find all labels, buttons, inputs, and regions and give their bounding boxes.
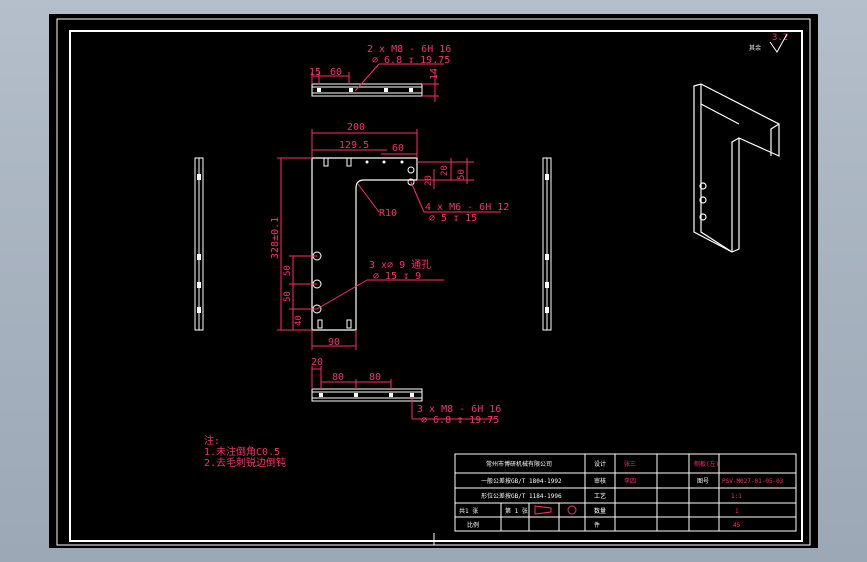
- dim-front-129-5: 129.5: [339, 140, 369, 151]
- projection-symbol-cone-icon: [534, 505, 552, 515]
- right-side-view: [542, 157, 552, 331]
- callout-front-holes-depth: ⌀ 15 ↧ 9: [373, 271, 421, 282]
- dim-front-50a: 50: [283, 265, 293, 276]
- tb-qty-label: 数量: [594, 507, 606, 515]
- roughness-label: 其余: [749, 44, 761, 52]
- dim-front-60: 60: [392, 143, 404, 154]
- callout-front-tapped-depth: ⌀ 5 ↧ 15: [429, 213, 477, 224]
- callout-top-thread: 2 x M8 - 6H 16: [367, 44, 451, 55]
- dim-front-328: 328±0.1: [270, 217, 281, 259]
- dim-bottom-80a: 80: [332, 372, 344, 383]
- cad-drawing: 其余 3.2 15 60 14 2 x M8 - 6H 16 ⌀ 6.8 ↧ 1…: [56, 18, 811, 546]
- tb-material-value: 45: [733, 522, 741, 529]
- roughness-symbol-icon: [769, 33, 788, 53]
- tb-design-value: 张三: [624, 460, 636, 468]
- callout-front-tapped: 4 x M6 - 6H 12: [425, 202, 509, 213]
- dim-front-50: 50: [457, 169, 467, 180]
- dim-bottom-80b: 80: [369, 372, 381, 383]
- notes-line-2: 2.去毛刺锐边倒钝: [204, 456, 286, 469]
- tb-company: 常州市博研机械有限公司: [486, 460, 552, 468]
- callout-bottom-depth: ⌀ 6.8 ↧ 19.75: [421, 415, 499, 426]
- notes-title: 注:: [204, 434, 220, 447]
- dim-top-14: 14: [429, 68, 440, 80]
- dim-front-r10: R10: [379, 208, 397, 219]
- notes-line-1: 1.未注倒角C0.5: [204, 445, 280, 458]
- tb-scale-value: 1:1: [731, 493, 742, 500]
- sheet-border-inner: [69, 30, 803, 542]
- dim-front-20a: 20: [440, 165, 450, 176]
- tb-design-label: 设计: [594, 460, 606, 468]
- bottom-view: 20 80 80 3 x M8 - 6H 16 ⌀ 6.8 ↧ 19.75: [311, 357, 501, 426]
- tb-check-label: 审核: [594, 477, 606, 485]
- title-block: [454, 453, 797, 532]
- tb-sheet: 共1 张: [459, 507, 478, 515]
- cad-viewport[interactable]: 其余 3.2 15 60 14 2 x M8 - 6H 16 ⌀ 6.8 ↧ 1…: [49, 14, 818, 548]
- dim-front-20b: 20: [424, 175, 434, 186]
- tb-drawing-no: PSV-M027-01-05-03: [722, 478, 784, 485]
- tb-check-value: 李四: [624, 477, 636, 485]
- tb-part-name: 侧板(左): [694, 460, 719, 468]
- isometric-view: [693, 83, 780, 253]
- callout-top-depth: ⌀ 6.8 ↧ 19.75: [372, 55, 450, 66]
- dim-top-15: 15: [309, 67, 321, 78]
- left-side-view: [194, 157, 204, 331]
- projection-symbol-icon: [567, 505, 577, 515]
- dim-top-60: 60: [330, 67, 342, 78]
- tb-sheet-no: 第 1 张: [505, 507, 528, 515]
- tb-geo-tol: 形位公差按GB/T 1184-1996: [481, 492, 562, 500]
- tb-drawing-no-label: 图号: [697, 478, 709, 485]
- dim-bottom-20: 20: [311, 357, 323, 368]
- tb-approve-label: 工艺: [594, 492, 606, 500]
- callout-bottom-thread: 3 x M8 - 6H 16: [417, 404, 501, 415]
- dim-front-50b: 50: [283, 291, 293, 302]
- roughness-value: 3.2: [772, 33, 788, 43]
- tb-scale-label: 比例: [467, 521, 479, 529]
- tb-unit-label: 件: [594, 521, 600, 529]
- dim-front-40: 40: [294, 315, 304, 326]
- top-view: 15 60 14 2 x M8 - 6H 16 ⌀ 6.8 ↧ 19.75: [309, 44, 451, 102]
- callout-front-holes: 3 x⌀ 9 通孔: [369, 259, 431, 271]
- dim-front-200: 200: [347, 122, 365, 133]
- tb-qty-value: 1: [735, 508, 739, 515]
- dim-front-90: 90: [328, 337, 340, 348]
- tb-general-tol: 一般公差按GB/T 1804-1992: [481, 477, 562, 485]
- front-view: 200 129.5 60 20 50 20 R10 4 x M6 - 6H 12…: [270, 122, 509, 350]
